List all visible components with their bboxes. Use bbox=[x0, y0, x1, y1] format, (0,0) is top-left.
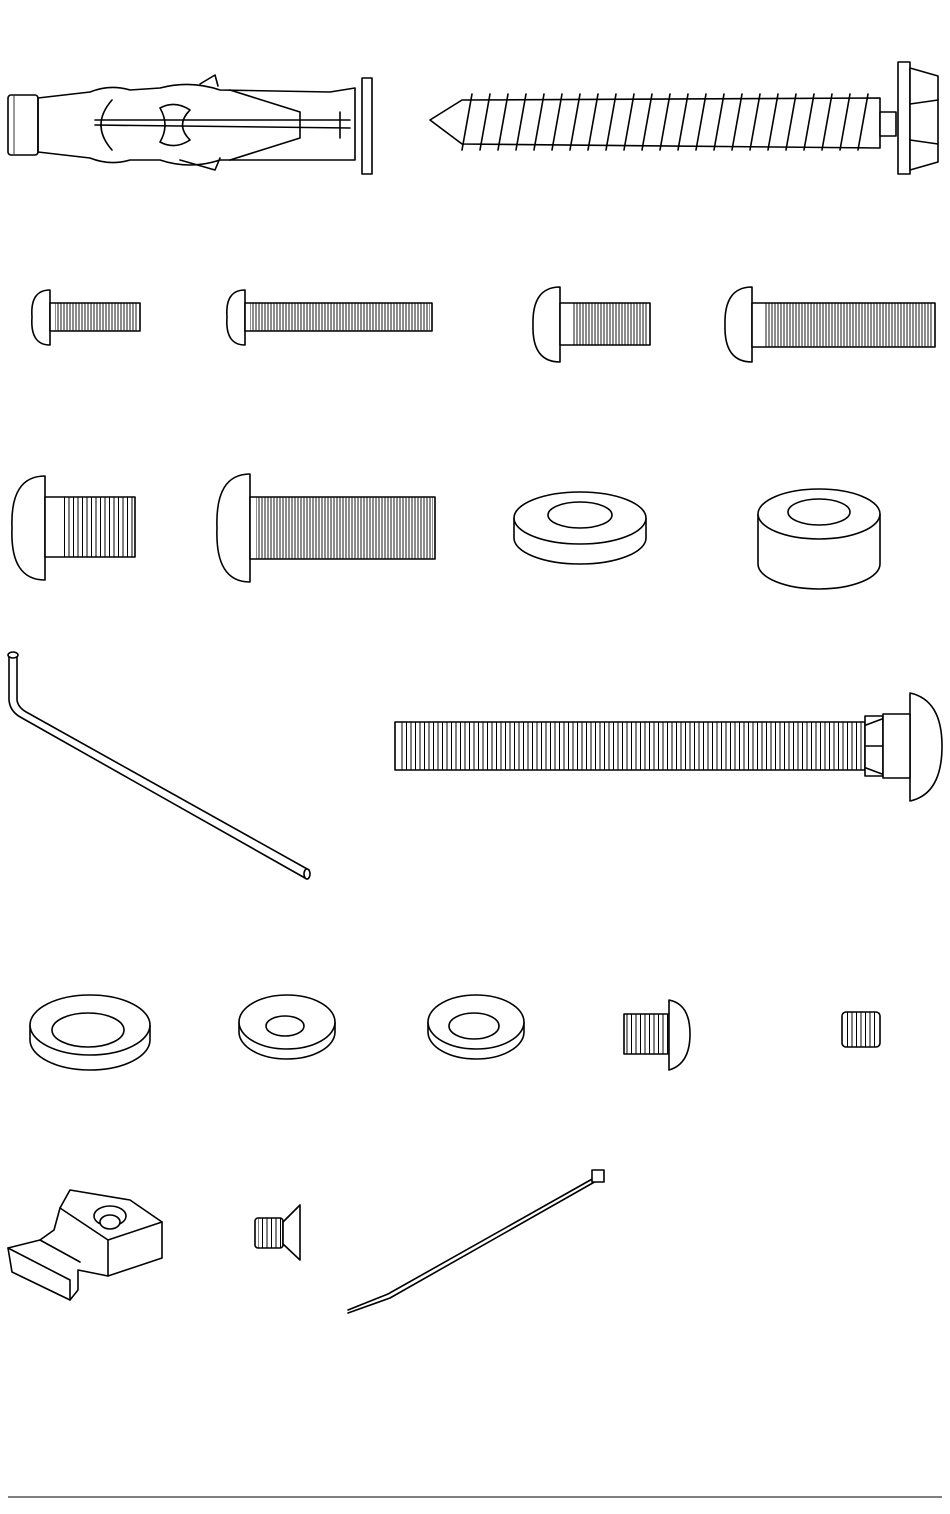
hex-key bbox=[8, 652, 310, 879]
long-bolt bbox=[395, 693, 942, 801]
flat-head-screw bbox=[255, 1205, 300, 1260]
pan-head-screw bbox=[624, 1000, 690, 1070]
button-bolt-small-long bbox=[227, 290, 432, 345]
hollow-wall-anchor bbox=[8, 75, 372, 174]
button-bolt-large-short bbox=[12, 476, 135, 580]
washer-2 bbox=[239, 995, 335, 1059]
button-bolt-medium-short bbox=[533, 287, 650, 362]
set-screw bbox=[842, 1012, 880, 1047]
washer-3 bbox=[428, 995, 524, 1059]
cable-clip bbox=[8, 1190, 162, 1300]
washer-1 bbox=[30, 995, 150, 1070]
concrete-screw bbox=[430, 62, 938, 174]
button-bolt-small-short bbox=[32, 290, 140, 345]
button-bolt-medium-long bbox=[725, 287, 935, 362]
cable-tie bbox=[348, 1170, 604, 1313]
spacer bbox=[758, 489, 880, 589]
button-bolt-large-long bbox=[217, 474, 435, 582]
flat-washer-large bbox=[514, 492, 646, 564]
